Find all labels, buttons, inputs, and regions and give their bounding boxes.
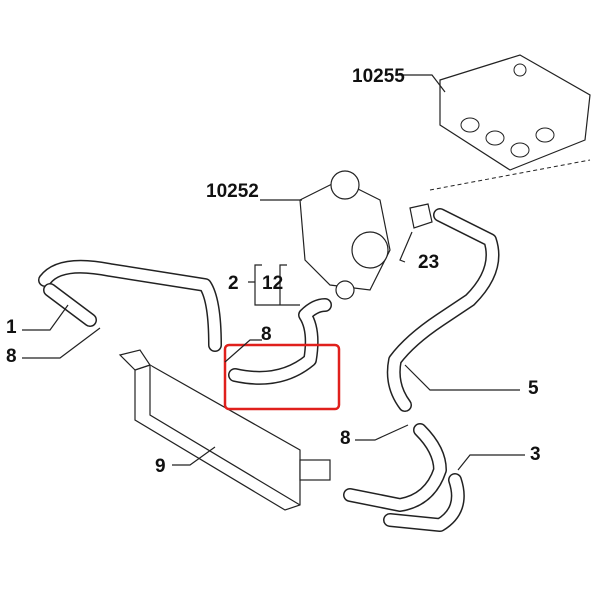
label-8-bottom: 8: [340, 428, 351, 449]
leader-lines: [22, 74, 525, 471]
highlight-box: [223, 343, 341, 411]
intake-manifold-part: [429, 54, 591, 191]
label-12: 12: [262, 273, 283, 294]
label-8-top: 8: [261, 324, 272, 345]
gasket-part: [409, 203, 433, 229]
intercooler-part: [118, 349, 331, 511]
label-8-left: 8: [6, 346, 17, 367]
label-3: 3: [530, 444, 541, 465]
label-9: 9: [155, 456, 166, 477]
hoses: [38, 208, 500, 532]
label-23: 23: [418, 252, 439, 273]
turbocharger-part: [299, 170, 391, 300]
label-10252: 10252: [206, 181, 259, 202]
label-1: 1: [6, 317, 17, 338]
label-10255: 10255: [352, 66, 405, 87]
label-2: 2: [228, 273, 239, 294]
label-5: 5: [528, 378, 539, 399]
